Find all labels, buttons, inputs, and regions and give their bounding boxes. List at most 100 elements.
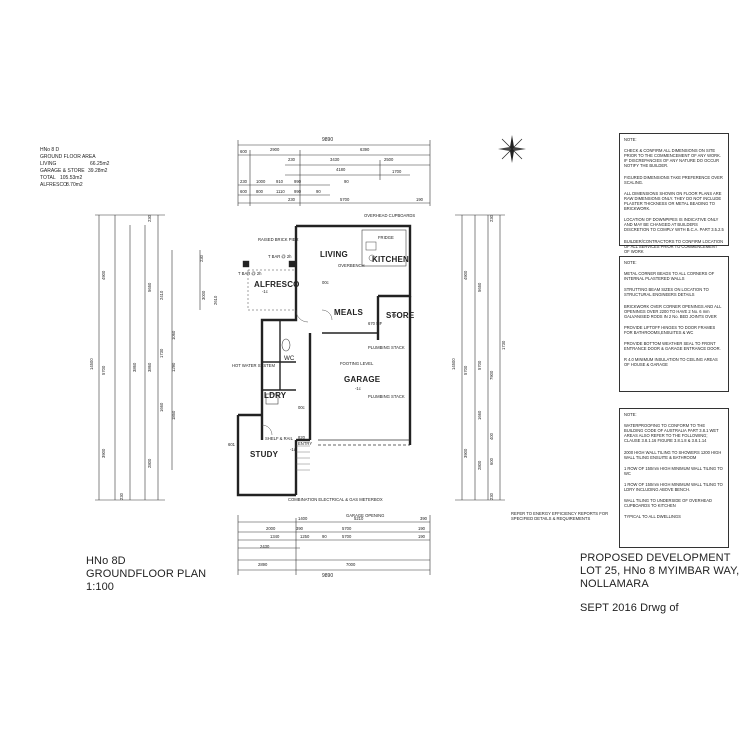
dim-top-3a: 4180 — [336, 167, 346, 172]
dim-top-2b: 3430 — [330, 157, 340, 162]
dim-top-5a: 600 — [240, 189, 247, 194]
notes-panel-general: NOTE: CHECK & CONFIRM ALL DIMENSIONS ON … — [619, 133, 729, 254]
dim-left-inner10: 1660 — [159, 402, 164, 412]
dim-bot-3c: 90 — [322, 534, 327, 539]
area-value: 105.53m2 — [60, 175, 83, 181]
dim-bot-5b: 7000 — [346, 562, 356, 567]
dim-right-inner2: 5700 — [477, 360, 482, 370]
area-label: ALFRESCO — [40, 182, 67, 188]
annotation-overhead-cupboards: OVERHEAD CUPBOARDS — [364, 213, 416, 218]
notes-panel-construction: NOTE: METAL CORNER BEADS TO ALL CORNERS … — [619, 256, 729, 392]
note-item: WALL TILING TO UNDERSIDE OF OVERHEAD CUP… — [624, 498, 712, 509]
dim-left-part1: 4900 — [101, 270, 106, 280]
note-item: 2000 HIGH WALL TILING TO SHOWERS 1200 HI… — [624, 449, 722, 460]
drawing-title-plan: GROUNDFLOOR PLAN — [86, 568, 207, 580]
room-living: LIVING — [320, 250, 348, 259]
dim-bot-1a: 1400 — [298, 516, 308, 521]
dim-right-inner8: 600 — [489, 458, 494, 465]
dim-top-1a: 600 — [240, 149, 247, 154]
dim-top-5b: 800 — [256, 189, 263, 194]
drawing-scale: 1:100 — [86, 581, 115, 593]
dim-left-inner12: 2800 — [147, 458, 152, 468]
dim-bot-3a: 1340 — [270, 534, 280, 539]
annotation-overbench: OVERBENCH — [338, 263, 365, 268]
note-item: TYPICAL TO ALL DWELLINGS — [624, 514, 681, 520]
dim-right-inner3: 7900 — [489, 370, 494, 380]
floor-level-ldry: 00c — [298, 405, 305, 410]
floor-level-study: -1c — [290, 447, 296, 452]
dim-bot-4a: 2430 — [260, 544, 270, 549]
area-label: LIVING — [40, 161, 57, 167]
dim-bot-2d: 190 — [418, 526, 425, 531]
floor-level-garage: -1c — [355, 386, 361, 391]
room-meals: MEALS — [334, 308, 363, 317]
dim-left-inner6: 1730 — [159, 348, 164, 358]
dim-bot-1c: 390 — [420, 516, 427, 521]
dim-top-3b: 1700 — [392, 169, 402, 174]
room-study: STUDY — [250, 450, 279, 459]
dim-right-part2: 5700 — [463, 365, 468, 375]
note-item: PROVIDE LIFTOFF HINGES TO DOOR FRAMES FO… — [624, 324, 716, 335]
project-address: LOT 25, HNo 8 MYIMBAR WAY, — [580, 565, 740, 577]
dim-left-inner14: 230 — [119, 493, 124, 500]
drawing-date: SEPT 2016 Drwg of — [580, 602, 679, 614]
annotation-plumbing-stack-2: PLUMBING STACK — [368, 394, 405, 399]
dim-left-inner2: 2410 — [159, 290, 164, 300]
room-alfresco: ALFRESCO — [254, 280, 300, 289]
note-item: PROVIDE BOTTOM WEATHER SEAL TO FRONT ENT… — [624, 341, 721, 352]
notes-title: NOTE: — [624, 137, 637, 142]
note-item: ALL DIMENSIONS SHOWN ON FLOOR PLANS ARE … — [624, 190, 722, 212]
dim-right-inner9: 230 — [489, 215, 494, 222]
dim-left-inner1: 5650 — [147, 282, 152, 292]
floor-level-store: 670 MF — [368, 321, 383, 326]
dim-left-inner8: 1290 — [171, 362, 176, 372]
note-item: CHECK & CONFIRM ALL DIMENSIONS ON SITE P… — [624, 148, 721, 169]
annotation-fridge: FRIDGE — [378, 235, 394, 240]
area-heading: HNo 8 D — [40, 147, 60, 153]
note-item: 1 ROW OF 150mm HIGH MINIMUM WALL TILING … — [624, 481, 723, 493]
note-item: METAL CORNER BEADS TO ALL CORNERS OF INT… — [624, 271, 715, 282]
dim-right-inner5: 1660 — [477, 410, 482, 420]
dim-right-inner10: 230 — [489, 493, 494, 500]
dim-top-total: 9890 — [322, 137, 334, 143]
room-garage: GARAGE — [344, 375, 381, 384]
dim-bot-3d: 5700 — [342, 534, 352, 539]
room-wc: WC — [284, 355, 295, 362]
dim-top-4c: 910 — [276, 179, 283, 184]
dim-right-total: 14500 — [451, 358, 456, 370]
dim-bot-1b: 5210 — [354, 516, 364, 521]
dim-left-part3: 3900 — [101, 448, 106, 458]
dim-top-6c: 190 — [416, 197, 423, 202]
dim-top-2c: 2500 — [384, 157, 394, 162]
note-item: BRICKWORK OVER CORNER OPENINGS AND ALL O… — [624, 303, 722, 319]
notes-panel-waterproofing: NOTE: WATERPROOFING TO CONFORM TO THE BU… — [619, 408, 729, 548]
note-item: WATERPROOFING TO CONFORM TO THE BUILDING… — [624, 423, 719, 444]
dim-left-inner9: 3860 — [132, 362, 137, 372]
dim-top-4b: 1000 — [256, 179, 266, 184]
room-ldry: LDRY — [264, 391, 287, 400]
dim-door-601: 601 — [228, 442, 235, 447]
floor-level-alfresco: -1c — [262, 289, 268, 294]
notes-title: NOTE: — [624, 412, 637, 417]
dim-top-1c: 6390 — [360, 147, 370, 152]
dim-left-inner15: 230 — [199, 255, 204, 262]
dim-bot-2a: 2000 — [266, 526, 276, 531]
annotation-garage-opening: GARAGE OPENING — [346, 513, 385, 518]
dim-left-inner5: 3860 — [147, 362, 152, 372]
dim-top-4d: 990 — [294, 179, 301, 184]
dim-top-2a: 230 — [288, 157, 295, 162]
dim-bot-2b: 390 — [296, 526, 303, 531]
annotation-shelf: SHELF & RAIL — [265, 436, 293, 441]
annotation-tbar-left: T BAR @ 2h — [238, 271, 262, 276]
area-value: 66.25m2 — [90, 161, 110, 167]
dim-top-6b: 5700 — [340, 197, 350, 202]
energy-note: REFER TO ENERGY EFFICIENCY REPORTS FOR S… — [511, 511, 609, 522]
dim-top-5d: 990 — [294, 189, 301, 194]
note-item: LOCATION OF DOWNPIPES IS INDICATIVE ONLY… — [624, 217, 724, 233]
annotation-raised-pier: RAISED BRICK PIER — [258, 237, 299, 242]
annotation-plumbing-stack-1: PLUMBING STACK — [368, 345, 405, 350]
project-title: PROPOSED DEVELOPMENT — [580, 552, 731, 564]
dim-right-inner4: 1730 — [501, 340, 506, 350]
note-item: BUILDER/CONTRACTORS TO CONFIRM LOCATION … — [624, 238, 724, 254]
